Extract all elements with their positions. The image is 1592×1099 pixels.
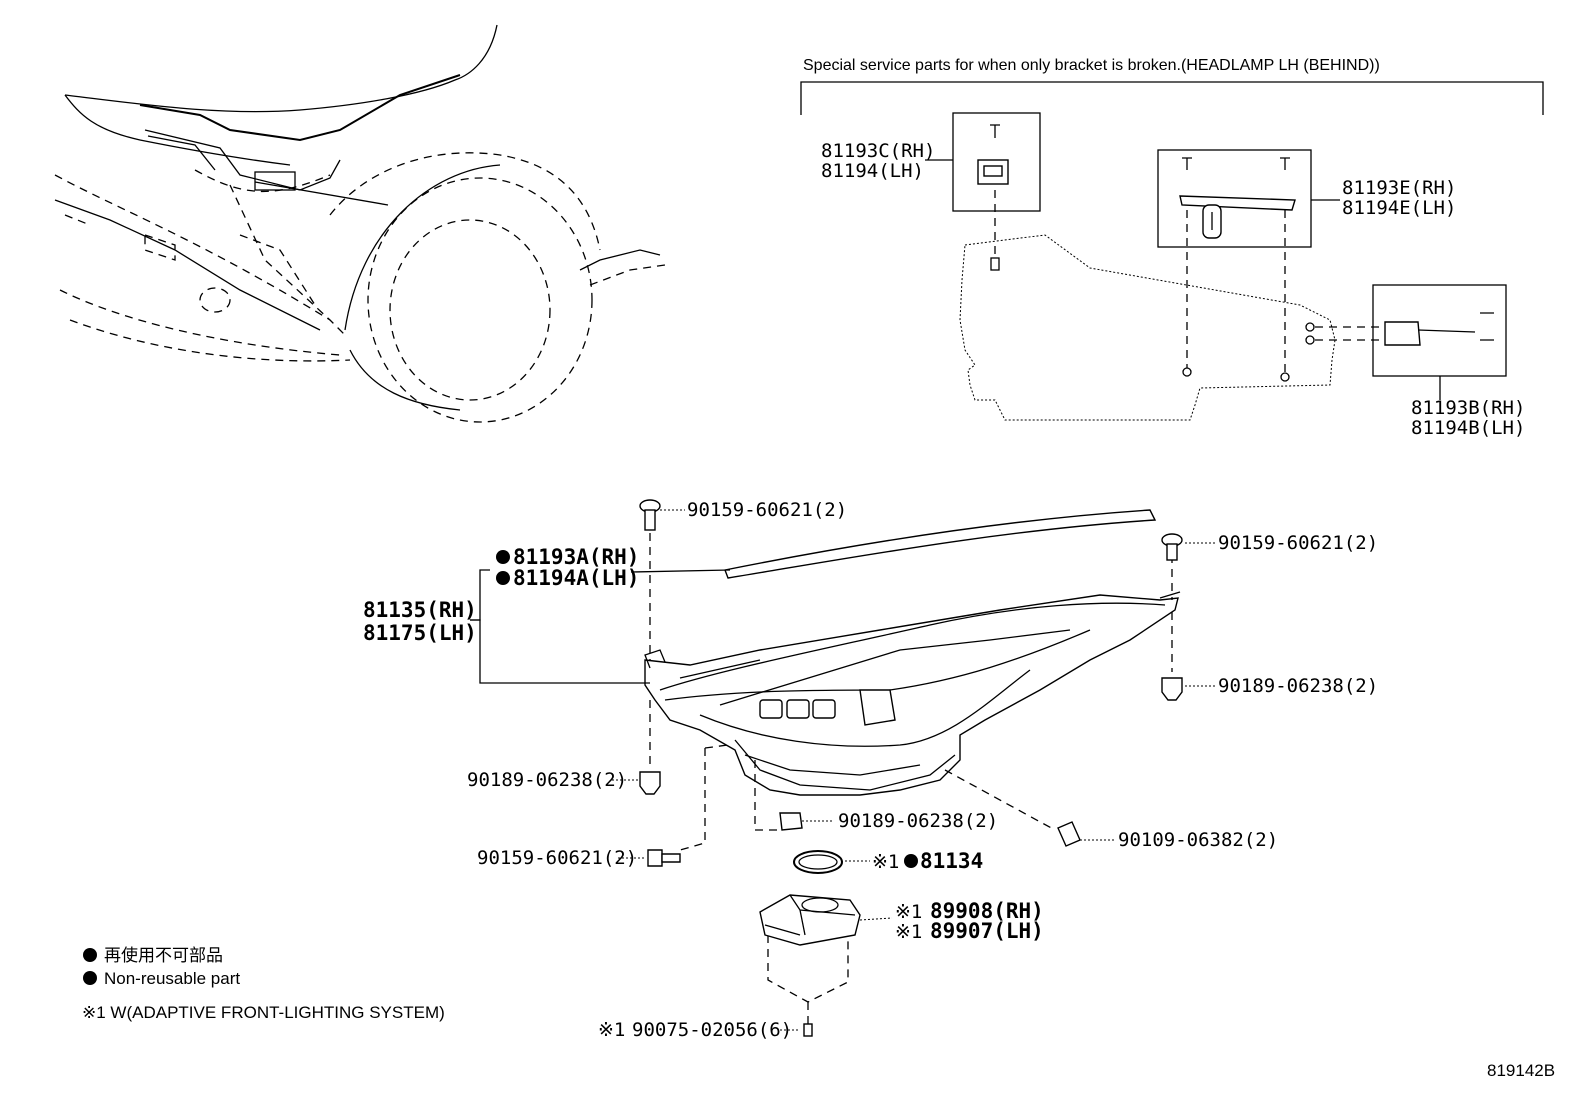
seal-ring-icon: [793, 850, 843, 874]
ballast-lh-note-mark: ※1: [895, 921, 922, 943]
clip-icon: [639, 771, 661, 795]
headlamp-assembly-illustration: [644, 509, 1181, 796]
bolt-icon: [1161, 533, 1183, 561]
label-clip-lower: 90189-06238(2): [838, 810, 998, 832]
screw-icon: [803, 1023, 813, 1037]
label-bolt-top: 90159-60621(2): [687, 499, 847, 521]
screw-icon: [1057, 821, 1081, 847]
label-bolt-right: 90159-60621(2): [1218, 532, 1378, 554]
clip-icon: [779, 812, 803, 831]
non-reusable-bullet-icon: [83, 948, 97, 962]
special-service-panel: Special service parts for when only brac…: [800, 57, 1544, 439]
label-81194b: 81194B(LH): [1411, 417, 1525, 439]
legend-non-reusable-en: Non-reusable part: [104, 969, 240, 988]
bolt-icon: [639, 499, 661, 531]
fastener-icons: [639, 499, 1183, 1037]
legend: 再使用不可部品 Non-reusable part ※1 W(ADAPTIVE …: [82, 945, 445, 1022]
label-81193a: 81193A(RH): [513, 545, 639, 569]
ballast-computer-icon: [759, 894, 861, 946]
label-89907: 89907(LH): [930, 919, 1044, 943]
vehicle-front-illustration: [54, 24, 666, 423]
leader-lines: [470, 509, 1215, 1031]
label-81194e: 81194E(LH): [1342, 197, 1456, 219]
label-81193c: 81193C(RH): [821, 140, 935, 162]
diagram-id: 819142B: [1487, 1061, 1555, 1080]
non-reusable-bullet-icon: [904, 854, 918, 868]
label-81134: 81134: [920, 849, 983, 873]
part-number-labels: 81193A(RH) 81194A(LH) 81135(RH) 81175(LH…: [363, 499, 1378, 1041]
non-reusable-bullet-icon: [496, 571, 510, 585]
label-81135: 81135(RH): [363, 598, 477, 622]
seal-note-mark: ※1: [872, 851, 899, 873]
label-clip-right: 90189-06238(2): [1218, 675, 1378, 697]
legend-afs-note: ※1 W(ADAPTIVE FRONT-LIGHTING SYSTEM): [82, 1003, 445, 1022]
label-81193b: 81193B(RH): [1411, 397, 1525, 419]
special-service-title: Special service parts for when only brac…: [803, 57, 1380, 74]
label-89908: 89908(RH): [930, 899, 1044, 923]
headlamp-top-seal-strip: [724, 509, 1157, 579]
label-screw-bottom: 90075-02056(6): [632, 1019, 792, 1041]
clip-icon: [1161, 677, 1183, 701]
label-81193e: 81193E(RH): [1342, 177, 1456, 199]
bracket-81193c-box: [952, 112, 1041, 212]
non-reusable-bullet-icon: [83, 971, 97, 985]
label-81175: 81175(LH): [363, 621, 477, 645]
label-81194a: 81194A(LH): [513, 566, 639, 590]
legend-non-reusable-jp: 再使用不可部品: [104, 945, 223, 965]
ballast-rh-note-mark: ※1: [895, 901, 922, 923]
label-screw-right: 90109-06382(2): [1118, 829, 1278, 851]
bracket-81193e-box: [1157, 149, 1312, 248]
label-bolt-lower-left: 90159-60621(2): [477, 847, 637, 869]
label-81194: 81194(LH): [821, 160, 924, 182]
label-clip-left: 90189-06238(2): [467, 769, 627, 791]
bolt-icon: [647, 849, 681, 867]
screw-bottom-note-mark: ※1: [598, 1019, 625, 1041]
non-reusable-bullet-icon: [496, 550, 510, 564]
